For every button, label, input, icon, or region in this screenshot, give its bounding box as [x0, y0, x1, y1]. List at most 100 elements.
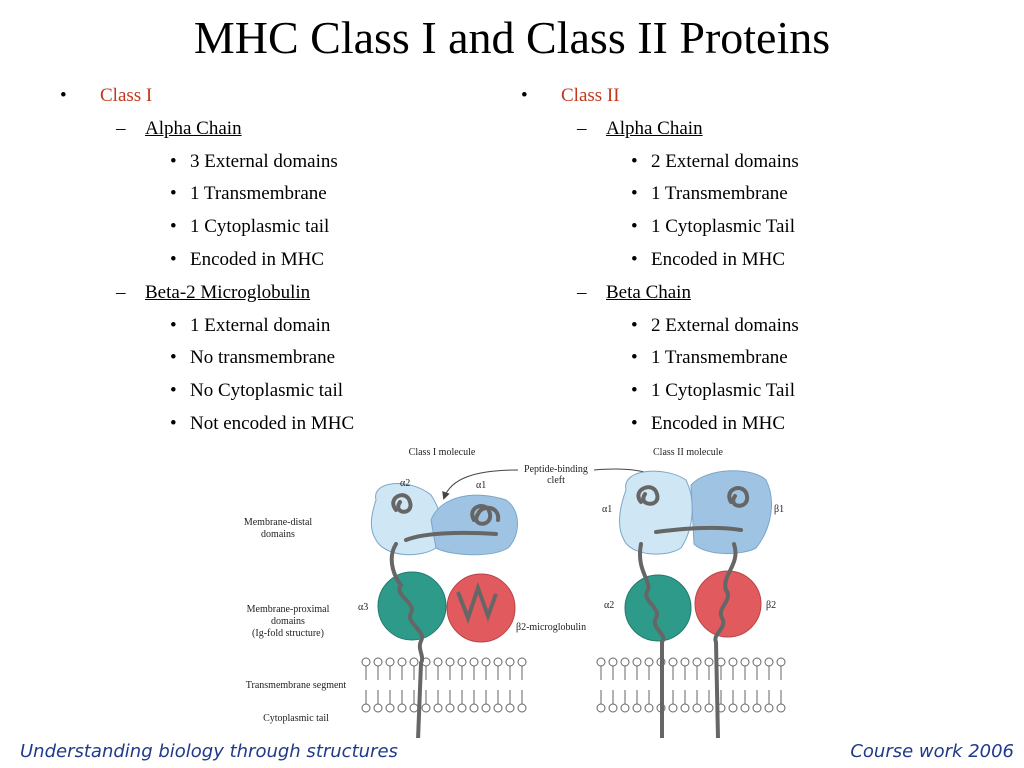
class2-chains — [636, 485, 750, 738]
bullet-icon: • — [170, 314, 177, 336]
distal-label-line2: domains — [261, 529, 295, 540]
lipid-head — [397, 703, 407, 713]
lipid-head — [620, 703, 630, 713]
lipid-head — [361, 703, 371, 713]
class1-alpha-label[interactable]: Alpha Chain — [145, 117, 242, 139]
lipid-head — [469, 657, 479, 667]
class2-a2-label: α2 — [604, 600, 614, 611]
bullet-icon: • — [631, 150, 638, 172]
list-item-text: 1 External domain — [190, 314, 331, 336]
list-item: •1 Cytoplasmic tail — [60, 215, 500, 248]
bullet-icon: • — [170, 150, 177, 172]
list-item-text: Encoded in MHC — [651, 248, 786, 270]
lipid-head — [776, 657, 786, 667]
class1-a2-label: α2 — [400, 478, 410, 489]
list-item: •Encoded in MHC — [60, 248, 500, 281]
list-item-text: Not encoded in MHC — [190, 412, 355, 434]
class1-a1-label: α1 — [476, 480, 486, 491]
class2-alpha1-domain — [619, 470, 693, 555]
bullet-icon: • — [170, 347, 177, 369]
lipid-head — [361, 657, 371, 667]
lipid-head — [409, 657, 419, 667]
lipid-head — [644, 703, 654, 713]
list-item: • Not encoded in MHC — [60, 412, 500, 445]
bullet-icon: • — [170, 412, 177, 434]
lipid-head — [481, 703, 491, 713]
footer-left: Understanding biology through structures — [20, 741, 398, 762]
class2-b2-label: β2 — [766, 600, 776, 611]
list-item: • 3 External domains — [60, 150, 500, 183]
b2m-label: β2-microglobulin — [516, 622, 586, 633]
list-item-text: 2 External domains — [651, 314, 799, 336]
class1-column: • Class I – Alpha Chain • 3 External doma… — [60, 84, 500, 445]
lipid-head — [740, 657, 750, 667]
lipid-head — [445, 703, 455, 713]
lipid-head — [752, 657, 762, 667]
cleft-label-line2: cleft — [547, 475, 565, 486]
bullet-icon: • — [631, 412, 638, 434]
transmembrane-label: Transmembrane segment — [246, 680, 347, 691]
lipid-head — [493, 657, 503, 667]
list-item: •No Cytoplasmic tail — [60, 379, 500, 412]
list-item-text: 1 Cytoplasmic Tail — [651, 380, 795, 402]
lipid-head — [752, 703, 762, 713]
lipid-head — [505, 657, 515, 667]
lipid-head — [692, 703, 702, 713]
list-item-text: 1 Transmembrane — [651, 183, 788, 205]
list-item: •Encoded in MHC — [521, 412, 961, 445]
lipid-head — [433, 657, 443, 667]
cleft-label-line1: Peptide-binding — [524, 464, 588, 475]
list-item: •1 Cytoplasmic Tail — [521, 379, 961, 412]
lipid-head — [740, 703, 750, 713]
class2-alpha-label[interactable]: Alpha Chain — [606, 117, 703, 139]
list-item-text: 3 External domains — [190, 150, 338, 172]
lipid-head — [764, 703, 774, 713]
lipid-head — [517, 657, 527, 667]
lipid-head — [704, 703, 714, 713]
class2-beta-label[interactable]: Beta Chain — [606, 281, 691, 303]
lipid-head — [608, 703, 618, 713]
lipid-head — [397, 657, 407, 667]
bullet-icon: • — [631, 347, 638, 369]
distal-label-line1: Membrane-distal — [244, 517, 313, 528]
class2-b1-label: β1 — [774, 504, 784, 515]
class2-a1-label: α1 — [602, 504, 612, 515]
list-item: •2 External domains — [521, 150, 961, 183]
lipid-head — [728, 703, 738, 713]
lipid-head — [680, 703, 690, 713]
class1-heading: Class I — [100, 85, 153, 106]
class1-beta-label[interactable]: Beta-2 Microglobulin — [145, 281, 311, 303]
lipid-head — [373, 657, 383, 667]
list-item-text: No transmembrane — [190, 347, 336, 369]
lipid-head — [668, 657, 678, 667]
class1-alpha1-domain — [430, 494, 518, 556]
bullet-icon: • — [60, 85, 67, 106]
list-item-text: 1 Cytoplasmic Tail — [651, 216, 795, 238]
class1-heading-row: • Class I — [60, 84, 500, 117]
class2-alpha-row: – Alpha Chain — [521, 117, 961, 150]
lipid-head — [481, 657, 491, 667]
lipid-head — [385, 703, 395, 713]
lipid-head — [704, 657, 714, 667]
class2-heading-row: • Class II — [521, 84, 961, 117]
bullet-icon: • — [170, 248, 177, 270]
lipid-head — [373, 703, 383, 713]
class2-column: • Class II – Alpha Chain •2 External dom… — [521, 84, 961, 445]
b2m-chain — [456, 581, 498, 624]
class1-molecule-title: Class I molecule — [409, 447, 476, 458]
b2m-domain — [446, 573, 516, 643]
bullet-icon: • — [631, 183, 638, 205]
list-item-text: 1 Cytoplasmic tail — [190, 216, 330, 238]
lipid-head — [596, 703, 606, 713]
lipid-head — [668, 703, 678, 713]
list-item: • 1 External domain — [60, 314, 500, 347]
lipid-head — [596, 657, 606, 667]
bullet-icon: • — [521, 85, 528, 106]
dash-icon: – — [116, 117, 126, 139]
list-item: •1 Transmembrane — [60, 182, 500, 215]
list-item: • 1 Transmembrane — [521, 346, 961, 379]
list-item-text: 1 Transmembrane — [651, 347, 788, 369]
lipid-head — [385, 657, 395, 667]
class2-beta1-domain — [690, 470, 772, 555]
proximal-label-line2: domains — [271, 616, 305, 627]
